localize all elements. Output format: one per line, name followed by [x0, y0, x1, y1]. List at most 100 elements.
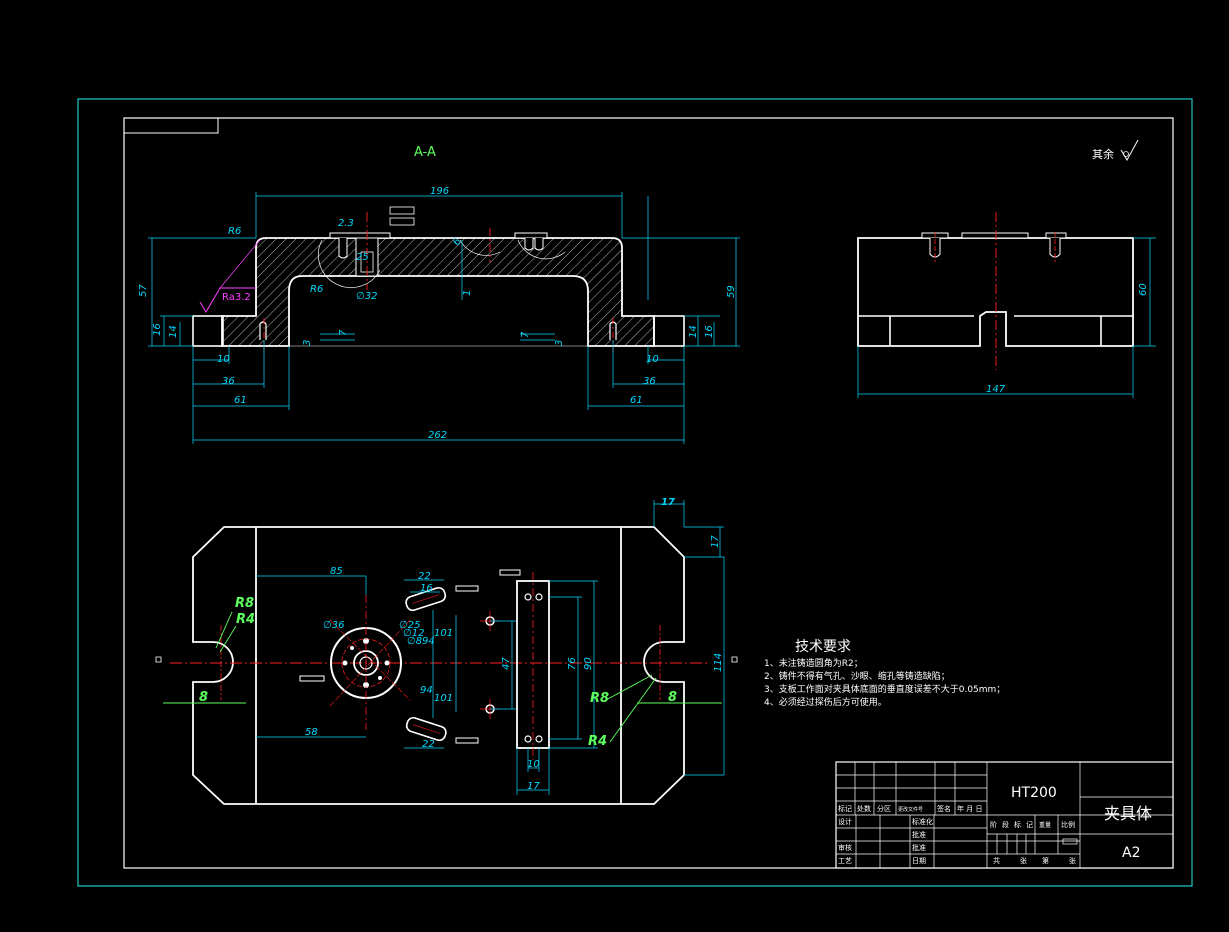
- tb-rev-count: 处数: [857, 804, 871, 813]
- dim-22a: 22: [418, 571, 431, 582]
- tb-sheet-size: A2: [1122, 845, 1140, 861]
- roughness-symbol: [199, 287, 256, 313]
- dim-r6-inner: R6: [310, 284, 323, 295]
- top-pin-hole-3: [534, 238, 544, 251]
- tb-rev-zone: 分区: [877, 804, 891, 813]
- dim-7-right: 7: [520, 331, 531, 338]
- dim-57: 57: [138, 284, 149, 297]
- left-foot-slot: [259, 321, 267, 340]
- tb-approve-1: 批准: [912, 830, 926, 839]
- dim-196: 196: [430, 186, 449, 197]
- tech-item-1: 1、未注铸造圆角为R2；: [764, 657, 863, 669]
- dim-3-right: 3: [554, 340, 565, 346]
- dim-61-left: 61: [234, 395, 247, 406]
- dim-147: 147: [986, 384, 1006, 395]
- dim-262: 262: [428, 430, 447, 441]
- dim-r8-right: R8: [590, 691, 609, 706]
- tb-material: HT200: [1011, 785, 1057, 801]
- dim-14-left: 14: [168, 325, 179, 338]
- tb-rev-sign: 签名: [937, 804, 951, 813]
- roughness-note: 其余: [1092, 147, 1114, 161]
- tb-total-1: 共: [993, 856, 1000, 865]
- top-boss-right: [514, 232, 548, 239]
- dim-10-right: 10: [646, 354, 659, 365]
- tb-standard: 标准化: [912, 817, 933, 826]
- tb-total-2: 张: [1020, 856, 1027, 865]
- dim-10: 10: [527, 759, 540, 770]
- dim-17-top: 17: [661, 497, 675, 508]
- dim-r4-right: R4: [588, 734, 607, 749]
- dim-94a: 94: [422, 636, 435, 647]
- tb-num-2: 张: [1069, 856, 1076, 865]
- tech-title: 技术要求: [795, 639, 851, 655]
- dim-16: 16: [420, 583, 433, 594]
- right-arc: [459, 239, 501, 256]
- dim-r4-left: R4: [236, 612, 255, 627]
- tb-stage-3: 标: [1014, 820, 1021, 829]
- dim-36-right: 36: [643, 376, 656, 387]
- tb-review: 审核: [838, 843, 852, 852]
- dim-32: ∅32: [356, 291, 377, 302]
- tb-stage-2: 段: [1002, 820, 1009, 829]
- tb-process: 工艺: [838, 857, 852, 865]
- slot-upper: [405, 586, 447, 612]
- tb-part-name: 夹具体: [1104, 804, 1152, 823]
- dim-58: 58: [305, 727, 318, 738]
- plan-view: 17 17 114 R8 R4 8 85 58 ∅36 ∅25 ∅12 ∅8 9…: [155, 497, 738, 805]
- left-foot: [192, 315, 224, 347]
- dim-12: ∅12: [403, 628, 424, 639]
- dim-3-left: 3: [302, 340, 313, 346]
- dim-8-left: 8: [199, 690, 208, 705]
- slot-lower: [405, 716, 447, 742]
- top-pin-hole-1: [338, 238, 348, 259]
- dim-16-right: 16: [704, 325, 715, 338]
- outer-frame: [77, 98, 1193, 887]
- tb-stage-1: 阶: [990, 820, 997, 829]
- plan-outline: [192, 526, 685, 805]
- dim-85: 85: [330, 566, 343, 577]
- roughness-value: Ra3.2: [222, 292, 251, 303]
- dim-61-right: 61: [630, 395, 643, 406]
- section-view: A-A: [138, 145, 740, 444]
- dim-7-left: 7: [338, 329, 349, 336]
- dim-101a: 101: [434, 628, 453, 639]
- tb-scale: 比例: [1061, 820, 1075, 829]
- title-block: 标记 处数 分区 更改文件号 签名 年 月 日 设计 审核 工艺 标准化 批准 …: [835, 761, 1174, 869]
- dim-8-right: 8: [668, 690, 677, 705]
- tech-item-4: 4、必须经过探伤后方可使用。: [764, 696, 887, 708]
- tb-num-1: 第: [1042, 856, 1049, 865]
- technical-requirements: 技术要求 1、未注铸造圆角为R2； 2、铸件不得有气孔、沙眼、缩孔等铸造缺陷； …: [764, 639, 1005, 708]
- right-foot: [653, 315, 685, 347]
- tb-rev-date: 年 月 日: [957, 804, 982, 813]
- inner-frame: [123, 117, 1174, 869]
- side-outline: [857, 237, 1134, 347]
- tb-date: 日期: [912, 857, 926, 865]
- bore-arc: [318, 239, 381, 288]
- dim-17-right: 17: [710, 535, 721, 548]
- tb-rev-mark: 标记: [838, 804, 852, 813]
- dim-94b: 94: [420, 685, 433, 696]
- dim-114: 114: [713, 653, 724, 672]
- dim-47: 47: [501, 657, 512, 670]
- dim-22b: 22: [422, 739, 435, 750]
- dim-59: 59: [726, 285, 737, 298]
- dim-16-left: 16: [152, 323, 163, 336]
- drawing-number-box: [123, 117, 219, 134]
- callout-box-1: [389, 206, 415, 215]
- dim-36: ∅36: [323, 620, 344, 631]
- tb-approve-2: 批准: [912, 843, 926, 852]
- dim-6: 6: [451, 236, 464, 247]
- tb-design: 设计: [838, 817, 852, 826]
- dim-17-bottom: 17: [527, 781, 540, 792]
- dim-r6-top: R6: [228, 226, 241, 237]
- dim-14-right: 14: [688, 325, 699, 338]
- tech-item-2: 2、铸件不得有气孔、沙眼、缩孔等铸造缺陷；: [764, 670, 950, 682]
- dim-8: ∅8: [407, 636, 422, 647]
- dim-36-left: 36: [222, 376, 235, 387]
- tb-stage-4: 记: [1026, 821, 1033, 829]
- top-boss-left: [329, 232, 391, 239]
- right-arc-2: [517, 239, 566, 260]
- tech-item-3: 3、支板工作面对夹具体底面的垂直度误差不大于0.05mm；: [764, 683, 1005, 695]
- dim-2-3: 2.3: [338, 218, 354, 229]
